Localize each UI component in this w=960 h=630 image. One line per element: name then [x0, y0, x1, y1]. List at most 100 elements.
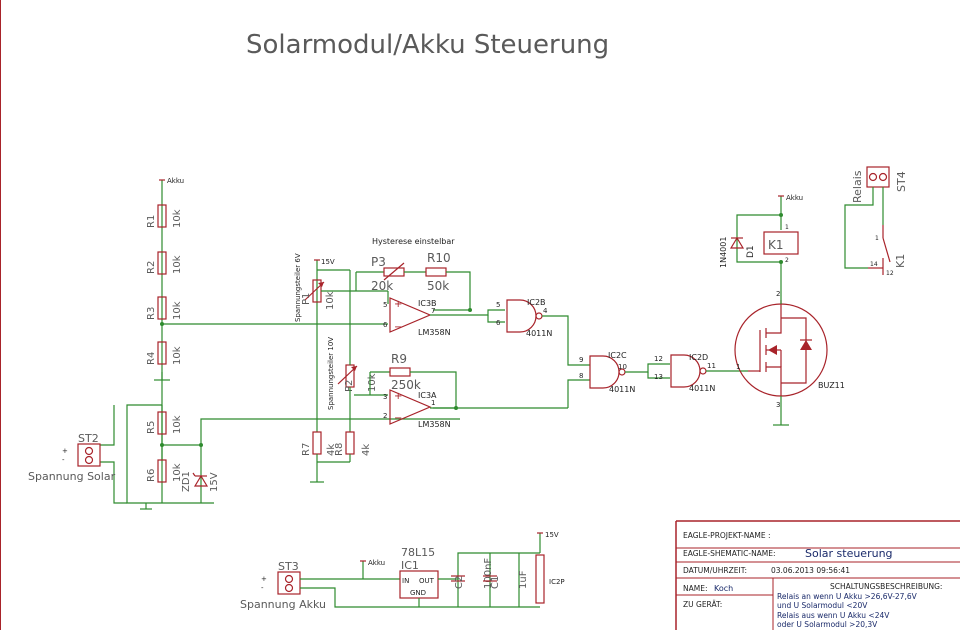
- svg-text:8: 8: [579, 372, 583, 380]
- svg-text:IC1: IC1: [401, 559, 419, 572]
- svg-text:10: 10: [618, 363, 627, 371]
- svg-text:1uF: 1uF: [518, 570, 529, 589]
- svg-text:10k: 10k: [172, 346, 183, 365]
- svg-text:ST4: ST4: [895, 171, 908, 192]
- svg-text:10k: 10k: [172, 301, 183, 320]
- resistor-r8: R8 4k: [334, 431, 372, 456]
- akku-supply-symbol-relay: Akku: [778, 194, 803, 230]
- svg-text:10k: 10k: [172, 209, 183, 228]
- terminal-st4[interactable]: Relais ST4: [851, 166, 908, 203]
- svg-text:3: 3: [776, 401, 780, 409]
- svg-text:4k: 4k: [361, 444, 372, 456]
- svg-text:9: 9: [579, 356, 583, 364]
- tb-shematic-label: EAGLE-SHEMATIC-NAME:: [683, 549, 776, 558]
- resistor-r2: R2 10k: [146, 251, 183, 275]
- svg-text:250k: 250k: [391, 378, 421, 392]
- svg-text:IC2C: IC2C: [608, 351, 627, 360]
- opamp-ic3a: + − IC3A LM358N 3 2 1: [383, 389, 451, 429]
- svg-text:LM358N: LM358N: [418, 328, 451, 337]
- svg-text:6: 6: [496, 319, 501, 327]
- svg-text:K1: K1: [894, 254, 907, 268]
- svg-text:LM358N: LM358N: [418, 420, 451, 429]
- svg-text:5: 5: [496, 301, 500, 309]
- svg-text:1: 1: [431, 399, 435, 407]
- svg-text:R2: R2: [146, 261, 157, 274]
- svg-text:12: 12: [654, 355, 663, 363]
- svg-text:IC2B: IC2B: [527, 298, 546, 307]
- resistor-r1: R1 10k: [146, 204, 183, 228]
- svg-text:13: 13: [654, 373, 663, 381]
- svg-text:78L15: 78L15: [401, 546, 435, 559]
- tb-name-label: NAME:: [683, 584, 707, 593]
- svg-text:−: −: [394, 413, 402, 424]
- diode-d1: 1N4001 D1: [719, 237, 756, 268]
- svg-text:IC3A: IC3A: [418, 391, 437, 400]
- svg-text:5: 5: [383, 301, 387, 309]
- akku-supply-symbol-psu: Akku: [360, 559, 385, 579]
- svg-text:R8: R8: [334, 443, 345, 456]
- svg-text:R6: R6: [146, 469, 157, 482]
- svg-text:P3: P3: [371, 255, 386, 269]
- svg-text:ZD1: ZD1: [181, 471, 192, 492]
- svg-text:15V: 15V: [545, 531, 559, 539]
- svg-text:ST3: ST3: [278, 560, 299, 573]
- svg-text:BUZ11: BUZ11: [818, 381, 845, 390]
- tb-beschreibung-line: Relais aus wenn U Akku <24V: [777, 611, 890, 620]
- svg-text:P1: P1: [301, 293, 312, 305]
- v15-supply-symbol-psu: 15V: [537, 531, 559, 553]
- svg-text:R1: R1: [146, 215, 157, 228]
- svg-text:4011N: 4011N: [689, 384, 715, 393]
- potentiometer-p1[interactable]: P1 10k Spannungsteiler 6V: [294, 253, 336, 322]
- nand-ic2d: IC2D 4011N 12 13 11: [654, 353, 716, 393]
- nand-ic2c: IC2C 4011N 9 8 10: [579, 351, 635, 394]
- tb-beschreibung-line: und U Solarmodul <20V: [777, 601, 868, 610]
- svg-text:20k: 20k: [371, 279, 393, 293]
- resistor-r4: R4 10k: [146, 341, 183, 365]
- capacitor-c1: C1 1uF: [483, 570, 529, 589]
- svg-text:+: +: [394, 299, 402, 310]
- opamp-ic3b: + − IC3B LM358N 5 6 7: [383, 297, 451, 337]
- svg-text:1: 1: [875, 235, 879, 242]
- svg-text:R4: R4: [146, 352, 157, 365]
- svg-text:-: -: [62, 456, 65, 464]
- resistor-r3: R3 10k: [146, 296, 183, 320]
- terminal-st2[interactable]: ST2 Spannung Solar + -: [28, 432, 116, 483]
- svg-text:10k: 10k: [325, 291, 336, 310]
- svg-text:R3: R3: [146, 307, 157, 320]
- title-block: EAGLE-PROJEKT-NAME : EAGLE-SHEMATIC-NAME…: [675, 520, 960, 630]
- svg-text:10k: 10k: [172, 415, 183, 434]
- tb-beschreibung-line: oder U Solarmodul >20,3V: [777, 620, 878, 629]
- relay-contact-k1: K1 1 14 12: [868, 225, 907, 277]
- svg-text:Spannung Akku: Spannung Akku: [240, 598, 326, 611]
- svg-text:GND: GND: [410, 589, 426, 597]
- svg-text:R10: R10: [427, 251, 451, 265]
- svg-text:2: 2: [785, 257, 789, 264]
- svg-text:2: 2: [383, 412, 387, 420]
- svg-text:4011N: 4011N: [526, 329, 552, 338]
- svg-text:Relais: Relais: [851, 170, 864, 203]
- svg-text:7: 7: [431, 307, 435, 315]
- mosfet-q1: BUZ11 1 2 3: [734, 290, 845, 409]
- terminal-st3[interactable]: ST3 Spannung Akku + -: [240, 560, 326, 611]
- tb-datum-label: DATUM/UHRZEIT:: [683, 566, 747, 575]
- tb-projekt-label: EAGLE-PROJEKT-NAME :: [683, 531, 771, 540]
- tb-name-value: Koch: [714, 584, 733, 593]
- svg-text:15V: 15V: [209, 472, 220, 492]
- svg-text:100nF: 100nF: [483, 558, 494, 589]
- tb-shematic-value: Solar steuerung: [805, 547, 893, 560]
- sheet-title: Solarmodul/Akku Steuerung: [246, 30, 609, 60]
- svg-text:14: 14: [870, 261, 878, 268]
- svg-text:+: +: [261, 575, 267, 583]
- zener-zd1: ZD1 15V: [181, 471, 220, 492]
- svg-text:OUT: OUT: [419, 577, 435, 585]
- tb-beschreibung-label: SCHALTUNGSBESCHREIBUNG:: [830, 582, 942, 591]
- svg-text:4k: 4k: [326, 444, 337, 456]
- svg-text:15V: 15V: [321, 258, 335, 266]
- svg-text:Spannung Solar: Spannung Solar: [28, 470, 116, 483]
- svg-text:−: −: [394, 322, 402, 333]
- svg-text:K1: K1: [768, 238, 784, 252]
- svg-text:C1: C1: [490, 576, 501, 589]
- ic2-power-pins: IC2P: [535, 554, 565, 604]
- svg-text:C2: C2: [454, 576, 465, 589]
